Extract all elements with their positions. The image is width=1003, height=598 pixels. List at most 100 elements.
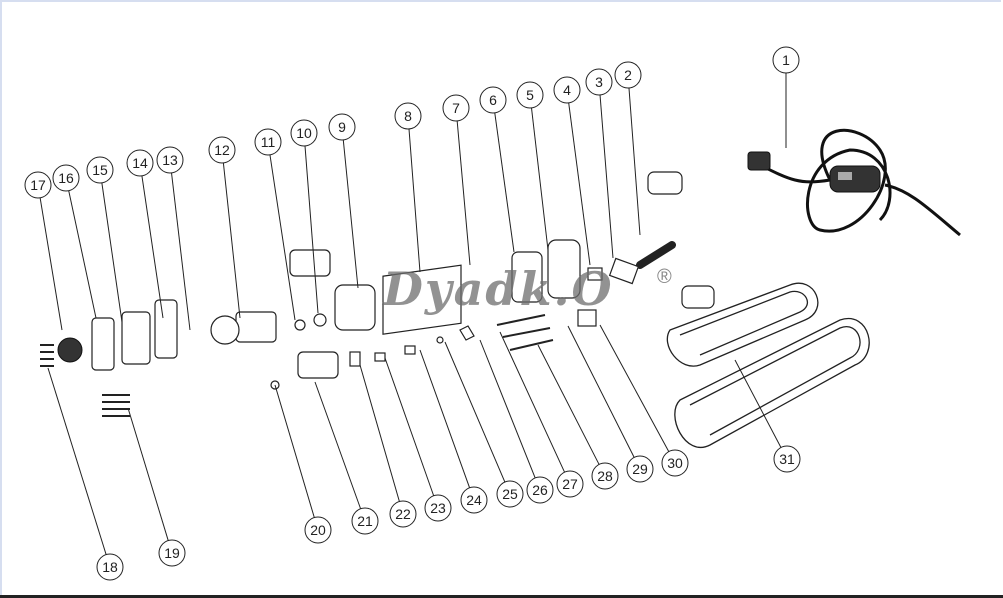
tie-rods (496, 314, 554, 351)
callout-number: 31 (779, 451, 795, 467)
leader-line-13 (171, 172, 191, 331)
callout-number: 9 (338, 119, 346, 135)
callout-circle (526, 476, 554, 504)
end-cap (91, 317, 115, 371)
callout-circle (351, 507, 379, 535)
callout-circle (424, 494, 452, 522)
callout-28: 28 (591, 462, 619, 490)
small-block (577, 309, 597, 327)
callout-circle (158, 539, 186, 567)
leader-line-27 (499, 331, 566, 473)
callout-number: 17 (30, 177, 46, 193)
callout-14: 14 (126, 149, 154, 177)
callout-circle (661, 449, 689, 477)
screws-group (102, 394, 130, 417)
callout-circle (460, 486, 488, 514)
callout-circle (86, 156, 114, 184)
callout-circle (442, 94, 470, 122)
leader-line-17 (39, 197, 63, 331)
callout-circle (614, 61, 642, 89)
callout-12: 12 (208, 136, 236, 164)
callout-circle (496, 480, 524, 508)
callout-circle (304, 516, 332, 544)
bracket-upper (647, 171, 683, 195)
callout-13: 13 (156, 146, 184, 174)
callout-number: 19 (164, 545, 180, 561)
leader-line-18 (47, 367, 107, 555)
callout-number: 12 (214, 142, 230, 158)
callout-25: 25 (496, 480, 524, 508)
handle-housing (334, 284, 376, 331)
callout-number: 16 (58, 170, 74, 186)
leader-line-30 (599, 324, 670, 452)
leader-line-28 (537, 344, 600, 465)
fan (210, 315, 240, 345)
callout-number: 10 (296, 125, 312, 141)
parts-drawing (40, 128, 961, 448)
leader-line-22 (359, 364, 400, 502)
callout-number: 28 (597, 468, 613, 484)
callout-number: 18 (102, 559, 118, 575)
leader-line-12 (222, 162, 241, 319)
callout-5: 5 (516, 81, 544, 109)
registered-mark: ® (657, 266, 672, 288)
leader-line-29 (567, 325, 635, 458)
leader-line-10 (304, 145, 319, 314)
leader-line-8 (408, 128, 421, 273)
power-cord-with-switch (747, 128, 961, 237)
callout-number: 1 (782, 52, 790, 68)
leader-line-21 (314, 381, 362, 509)
motor-housing (382, 264, 462, 335)
leader-line-15 (101, 182, 123, 323)
callout-number: 15 (92, 162, 108, 178)
springs (40, 344, 54, 367)
leader-line-11 (269, 154, 296, 321)
callout-11: 11 (254, 128, 282, 156)
callout-circle (24, 171, 52, 199)
callout-20: 20 (304, 516, 332, 544)
leader-line-25 (444, 341, 506, 483)
bracket-lower (681, 285, 715, 309)
callout-number: 7 (452, 100, 460, 116)
callout-circle (772, 46, 800, 74)
callout-circle (52, 164, 80, 192)
switch-box (289, 249, 331, 277)
callout-19: 19 (158, 539, 186, 567)
callout-number: 24 (466, 492, 482, 508)
callout-17: 17 (24, 171, 52, 199)
callout-16: 16 (52, 164, 80, 192)
bottom-rule (0, 595, 1003, 598)
callout-circle (156, 146, 184, 174)
leader-lines (39, 73, 787, 555)
leader-line-23 (384, 357, 435, 496)
callout-3: 3 (585, 68, 613, 96)
callout-circle (773, 445, 801, 473)
leader-line-31 (734, 359, 782, 448)
leader-line-3 (599, 94, 614, 259)
callout-circle (96, 553, 124, 581)
armature (235, 311, 277, 343)
callout-circle (328, 113, 356, 141)
callout-number: 3 (595, 74, 603, 90)
callout-9: 9 (328, 113, 356, 141)
leader-line-26 (479, 339, 536, 479)
callout-2: 2 (614, 61, 642, 89)
callout-number: 4 (563, 82, 571, 98)
callout-number: 11 (261, 134, 276, 150)
callout-circle (479, 86, 507, 114)
callout-23: 23 (424, 494, 452, 522)
callout-6: 6 (479, 86, 507, 114)
callout-circle (394, 102, 422, 130)
callout-15: 15 (86, 156, 114, 184)
leader-line-6 (494, 112, 515, 253)
callout-number: 14 (132, 155, 148, 171)
watermark: Dyadk.O (383, 262, 614, 316)
callout-number: 30 (667, 455, 683, 471)
leader-line-14 (141, 175, 164, 319)
callout-circle (591, 462, 619, 490)
leader-line-2 (628, 87, 641, 236)
switch-box-lower (297, 351, 339, 379)
callout-number: 6 (489, 92, 497, 108)
